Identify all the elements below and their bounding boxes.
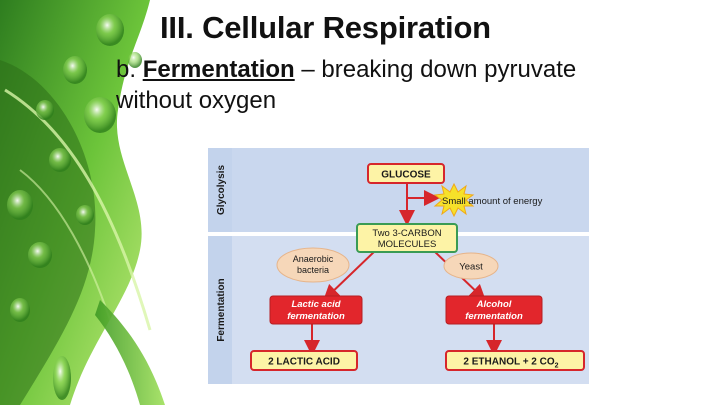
yeast-text: Yeast [459, 262, 483, 273]
subtitle-prefix: b. [116, 56, 143, 83]
anaerobic-text-line1: Anaerobic [293, 254, 334, 264]
glycolysis-side-band [208, 148, 232, 232]
glucose-text: GLUCOSE [381, 170, 431, 181]
lactic-acid-product-box [250, 350, 358, 371]
ethanol-product-main: 2 ETHANOL + 2 CO [463, 357, 554, 368]
glucose-box [367, 163, 445, 184]
fermentation-label: Fermentation [216, 278, 227, 341]
lactic-branch-arrow [323, 249, 377, 301]
slide-subtitle: b. Fermentation – breaking down pyruvate… [116, 54, 706, 116]
fermentation-diagram: Glycolysis Fermentation GLUCOSE Small am… [208, 148, 589, 384]
two-carbon-box [356, 223, 458, 253]
energy-text: Small amount of energy [442, 196, 543, 207]
alcohol-ferm-text-line2: fermentation [465, 311, 523, 322]
ethanol-product-text: 2 ETHANOL + 2 CO2 [463, 357, 558, 370]
yeast-oval [443, 252, 499, 280]
two-carbon-text-line2: MOLECULES [378, 239, 437, 250]
two-carbon-text-line1: Two 3-CARBON [372, 228, 441, 239]
lactic-ferm-text-line2: fermentation [287, 311, 345, 322]
subtitle-rest-line2: without oxygen [116, 87, 277, 114]
anaerobic-text-line2: bacteria [297, 265, 329, 275]
glycolysis-panel [232, 148, 589, 232]
glycolysis-label: Glycolysis [216, 165, 227, 215]
subtitle-rest-line1: – breaking down pyruvate [294, 56, 577, 83]
anaerobic-bacteria-oval [276, 247, 350, 283]
energy-burst-icon [433, 182, 475, 218]
alcohol-ferm-text-line1: Alcohol [476, 299, 512, 310]
fermentation-side-band [208, 236, 232, 384]
slide-title: III. Cellular Respiration [160, 10, 491, 45]
alcohol-fermentation-box [445, 295, 543, 325]
lactic-product-text: 2 LACTIC ACID [268, 357, 340, 368]
ethanol-product-subscript: 2 [555, 363, 559, 370]
leaf-background-image [0, 0, 200, 405]
fermentation-term: Fermentation [142, 56, 295, 83]
lactic-ferm-text-line1: Lactic acid [291, 299, 340, 310]
lactic-fermentation-box [269, 295, 363, 325]
ethanol-product-box [445, 350, 585, 371]
